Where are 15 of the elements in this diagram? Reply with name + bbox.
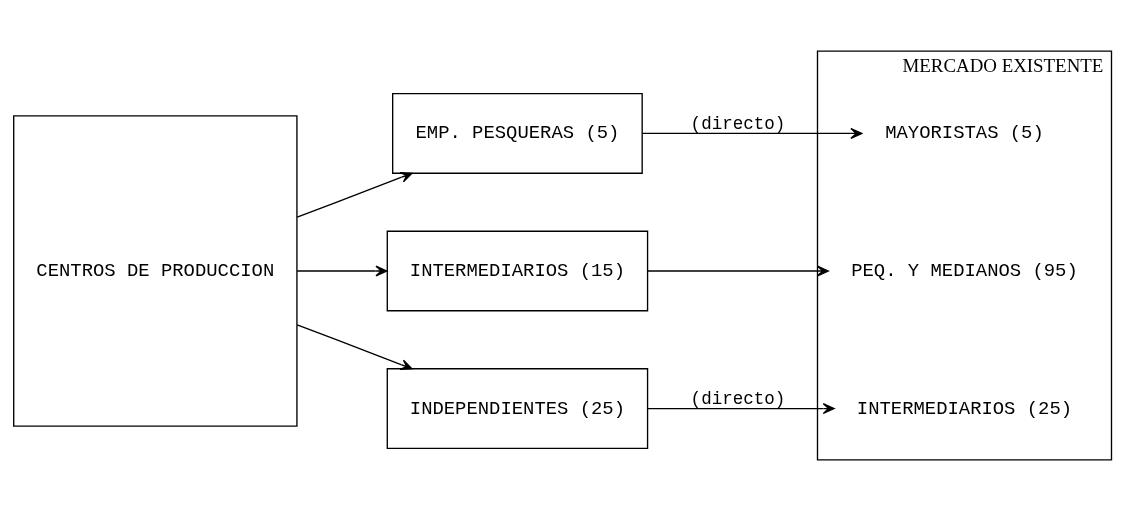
arrow: [296, 265, 388, 277]
arrow: [647, 265, 829, 277]
arrow: [641, 127, 863, 139]
arrow: [296, 172, 413, 218]
node-text: PEQ. Y MEDIANOS (95): [851, 260, 1078, 282]
edge-label: (directo): [690, 388, 786, 409]
node-text: MAYORISTAS (5): [885, 122, 1044, 145]
node-box: EMP. PESQUERAS (5): [392, 93, 643, 174]
node-text: INTERMEDIARIOS (25): [856, 397, 1073, 420]
arrow: [647, 403, 835, 415]
node-box: CENTROS DE PRODUCCION: [13, 115, 298, 427]
arrow: [296, 324, 413, 371]
edge-label: (directo): [690, 113, 786, 134]
node-box: INTERMEDIARIOS (15): [386, 230, 649, 312]
node-box: INDEPENDIENTES (25): [386, 368, 649, 450]
